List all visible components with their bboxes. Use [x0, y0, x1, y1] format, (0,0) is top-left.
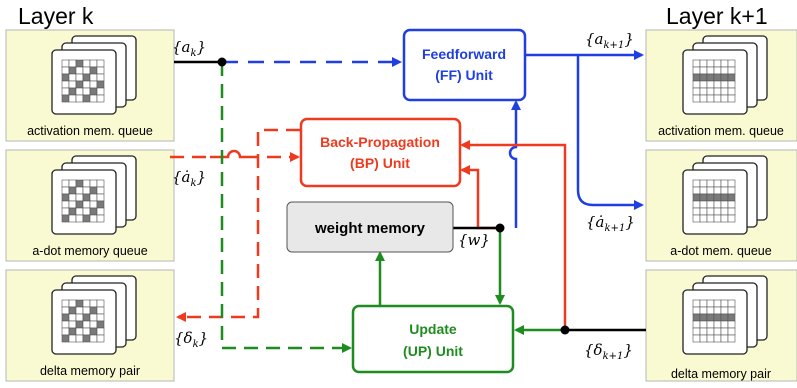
sparse-matrix-stack-icon [51, 35, 137, 115]
up-unit-line1: Update [409, 321, 457, 337]
sparse-matrix-stack-icon [51, 155, 137, 235]
ff-to-adot-k1-arrow [576, 55, 644, 210]
right-activation-queue: activation mem. queue [645, 29, 797, 142]
ff-unit-line2: (FF) Unit [435, 67, 493, 83]
delta-k1-junction-dot [560, 325, 570, 335]
row-matrix-stack-icon [682, 35, 768, 115]
delta-k1-to-bp-arrow [460, 140, 567, 330]
sparse-matrix-stack-icon [51, 275, 137, 355]
ak-to-up-arrow [220, 62, 352, 353]
queue-label: a-dot mem. queue [670, 244, 771, 258]
bp-to-delta-k-arrow [176, 128, 300, 322]
left-adot-queue: a-dot memory queue [5, 149, 175, 262]
delta-k-label: {δk} [174, 329, 208, 350]
w-label: {w} [458, 231, 490, 249]
ff-unit-line1: Feedforward [422, 46, 506, 62]
row-matrix-stack-icon [682, 275, 768, 355]
up-unit-line2: (UP) Unit [403, 343, 463, 359]
up-unit: Update (UP) Unit [351, 304, 515, 374]
queue-label: a-dot memory queue [32, 244, 147, 258]
adot-k1-label: {ȧk+1} [586, 213, 635, 234]
weight-memory: weight memory [286, 201, 454, 253]
adot-k-hop [210, 149, 245, 159]
right-delta-pair: delta memory pair [645, 269, 797, 382]
bp-unit: Back-Propagation (BP) Unit [299, 117, 462, 188]
left-delta-pair: delta memory pair [5, 269, 175, 382]
layer-k1-title: Layer k+1 [666, 3, 768, 29]
adot-k-label: {ȧk} [172, 168, 206, 189]
right-adot-queue: a-dot mem. queue [645, 149, 797, 262]
queue-label: activation mem. queue [27, 124, 153, 138]
row-matrix-stack-icon [682, 155, 768, 235]
weight-junction-dot [495, 223, 505, 233]
ff-unit: Feedforward (FF) Unit [402, 28, 527, 102]
weight-memory-label: weight memory [314, 220, 426, 237]
left-activation-queue: activation mem. queue [5, 29, 175, 142]
queue-label: delta memory pair [40, 364, 140, 378]
layer-k-title: Layer k [18, 3, 94, 29]
ak-label: {ak} [172, 38, 206, 59]
delta-k1-label: {δk+1} [584, 341, 633, 362]
bp-unit-line2: (BP) Unit [350, 155, 410, 171]
queue-label: delta memory pair [671, 367, 771, 381]
weight-to-ff-arrow [508, 100, 521, 228]
queue-label: activation mem. queue [658, 124, 784, 138]
weight-to-bp-arrow [460, 165, 500, 230]
bp-unit-line1: Back-Propagation [320, 134, 440, 150]
ak1-label: {ak+1} [585, 30, 634, 51]
ak-junction-dot [217, 57, 227, 67]
